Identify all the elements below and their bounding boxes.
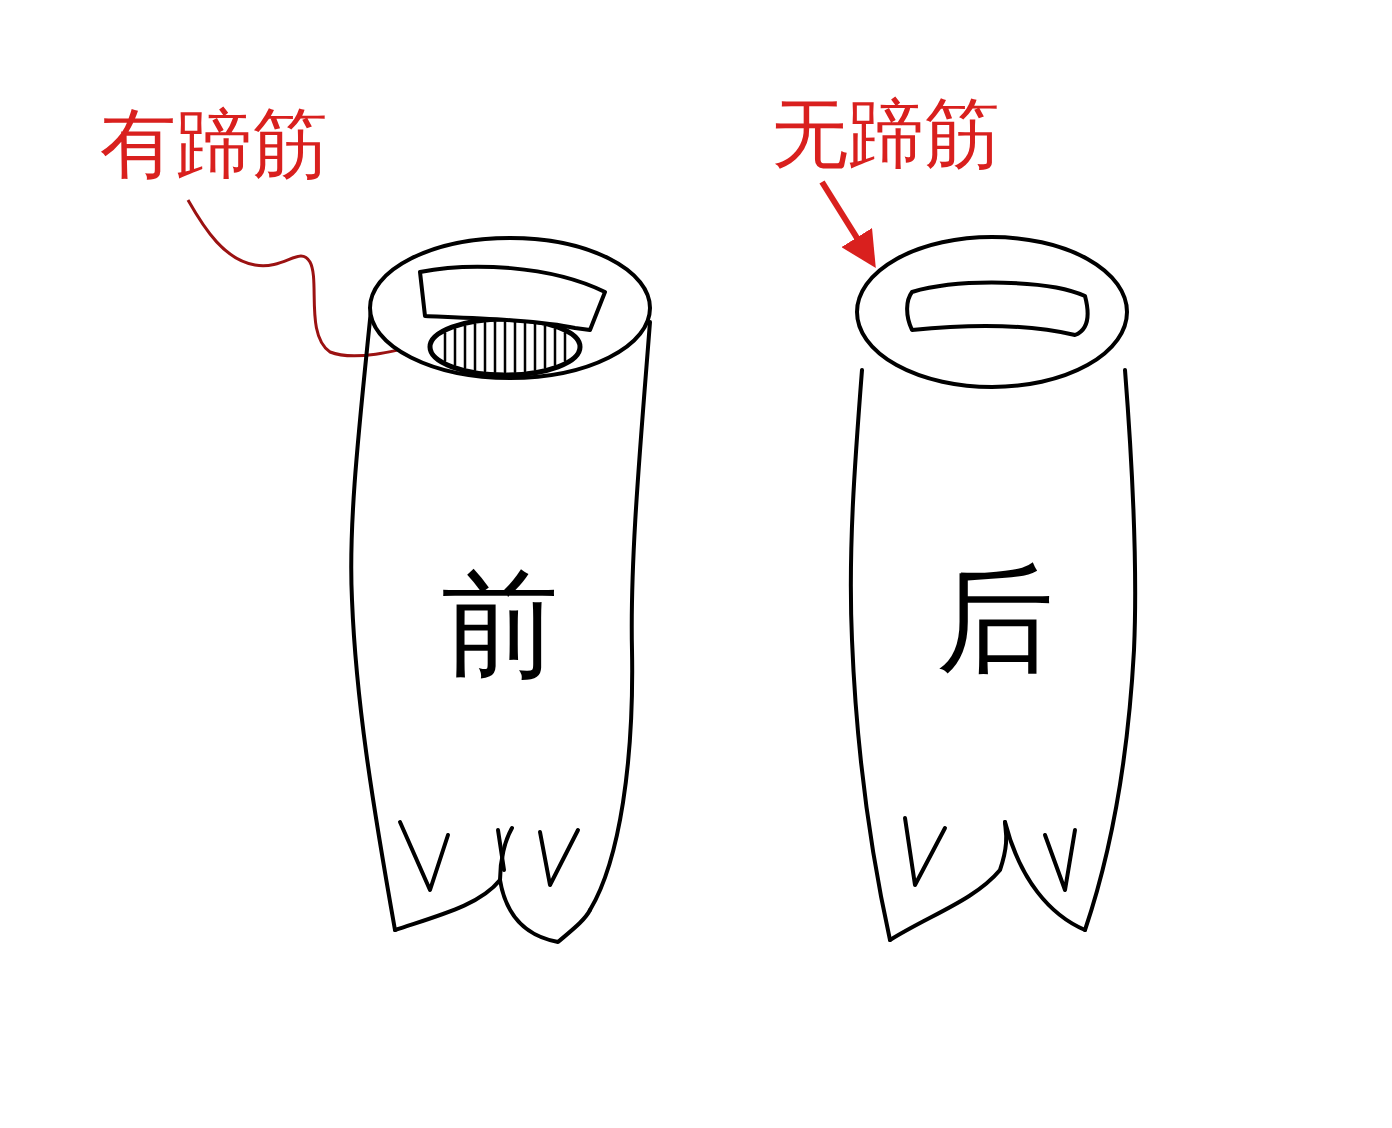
tendon-fiber	[514, 322, 517, 372]
trotter-stroke	[400, 822, 448, 890]
bone-opening	[907, 283, 1087, 335]
tendon-fiber	[484, 323, 487, 371]
arrow-line	[822, 182, 872, 262]
trotter-label: 后	[840, 555, 1150, 685]
trotter-stroke	[905, 818, 945, 885]
callout-label: 有蹄筋	[100, 102, 328, 186]
tendon-fiber	[454, 329, 457, 365]
trotter-stroke	[851, 370, 890, 940]
tendon-fiber	[494, 322, 497, 372]
tendon-fiber	[554, 329, 557, 365]
bone-opening	[420, 267, 605, 330]
trotter-label: 前	[330, 560, 670, 690]
trotter-outline: 前	[330, 225, 670, 955]
bone-ring	[857, 237, 1127, 387]
trotter-outline: 后	[840, 225, 1150, 955]
trotter-stroke	[540, 830, 578, 885]
trotter-stroke	[498, 830, 504, 870]
callout-label: 无蹄筋	[772, 92, 1000, 176]
trotter-stroke	[1005, 822, 1085, 930]
tendon-fiber	[474, 324, 477, 369]
tendon-fiber	[564, 333, 567, 361]
tendon-fiber	[504, 322, 507, 372]
tendon-fiber	[544, 326, 547, 367]
tendon-fiber	[464, 326, 467, 367]
trotter-stroke	[1085, 370, 1135, 930]
tendon-fiber	[444, 333, 447, 361]
trotter-stroke	[590, 322, 650, 910]
trotter-stroke	[351, 300, 395, 930]
trotter-stroke	[395, 880, 590, 942]
trotter-stroke	[1045, 830, 1075, 890]
tendon-fiber	[524, 323, 527, 371]
bone-ring	[370, 238, 650, 378]
tendon-fiber	[534, 324, 537, 369]
tendon	[430, 319, 580, 375]
